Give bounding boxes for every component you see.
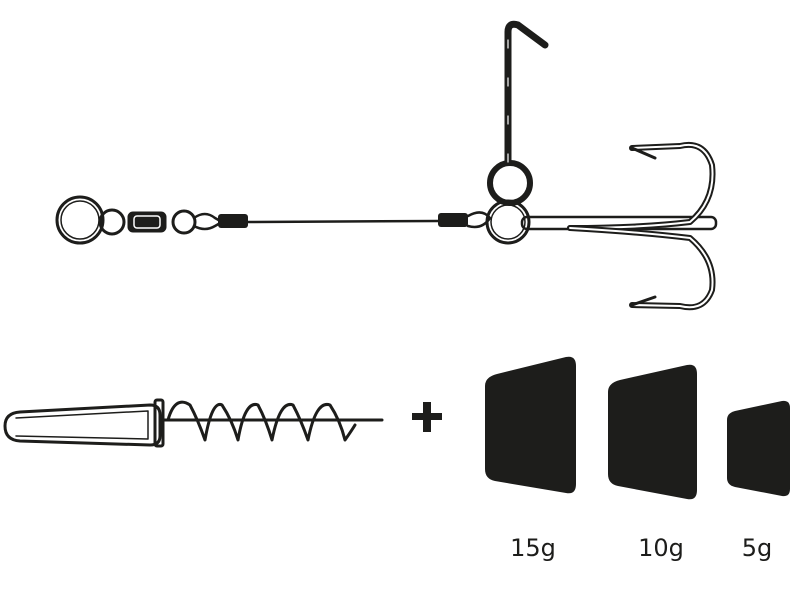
treble-hook: [520, 141, 718, 311]
weight-5g: [727, 400, 790, 497]
swivel: [98, 208, 197, 236]
weight-label-15g: 15g: [510, 534, 556, 562]
weight-15g: [485, 356, 576, 494]
crimp-left: [218, 214, 248, 228]
crimp-right: [438, 213, 468, 227]
split-ring-left: [55, 195, 105, 245]
plus-sign: [412, 402, 442, 432]
weight-label-5g: 5g: [741, 534, 773, 562]
weight-label-10g: 10g: [638, 534, 684, 562]
weight-10g: [608, 364, 697, 500]
corkscrew-clip: [3, 398, 384, 448]
wire-leader: [246, 219, 440, 224]
single-hook: [487, 20, 549, 206]
